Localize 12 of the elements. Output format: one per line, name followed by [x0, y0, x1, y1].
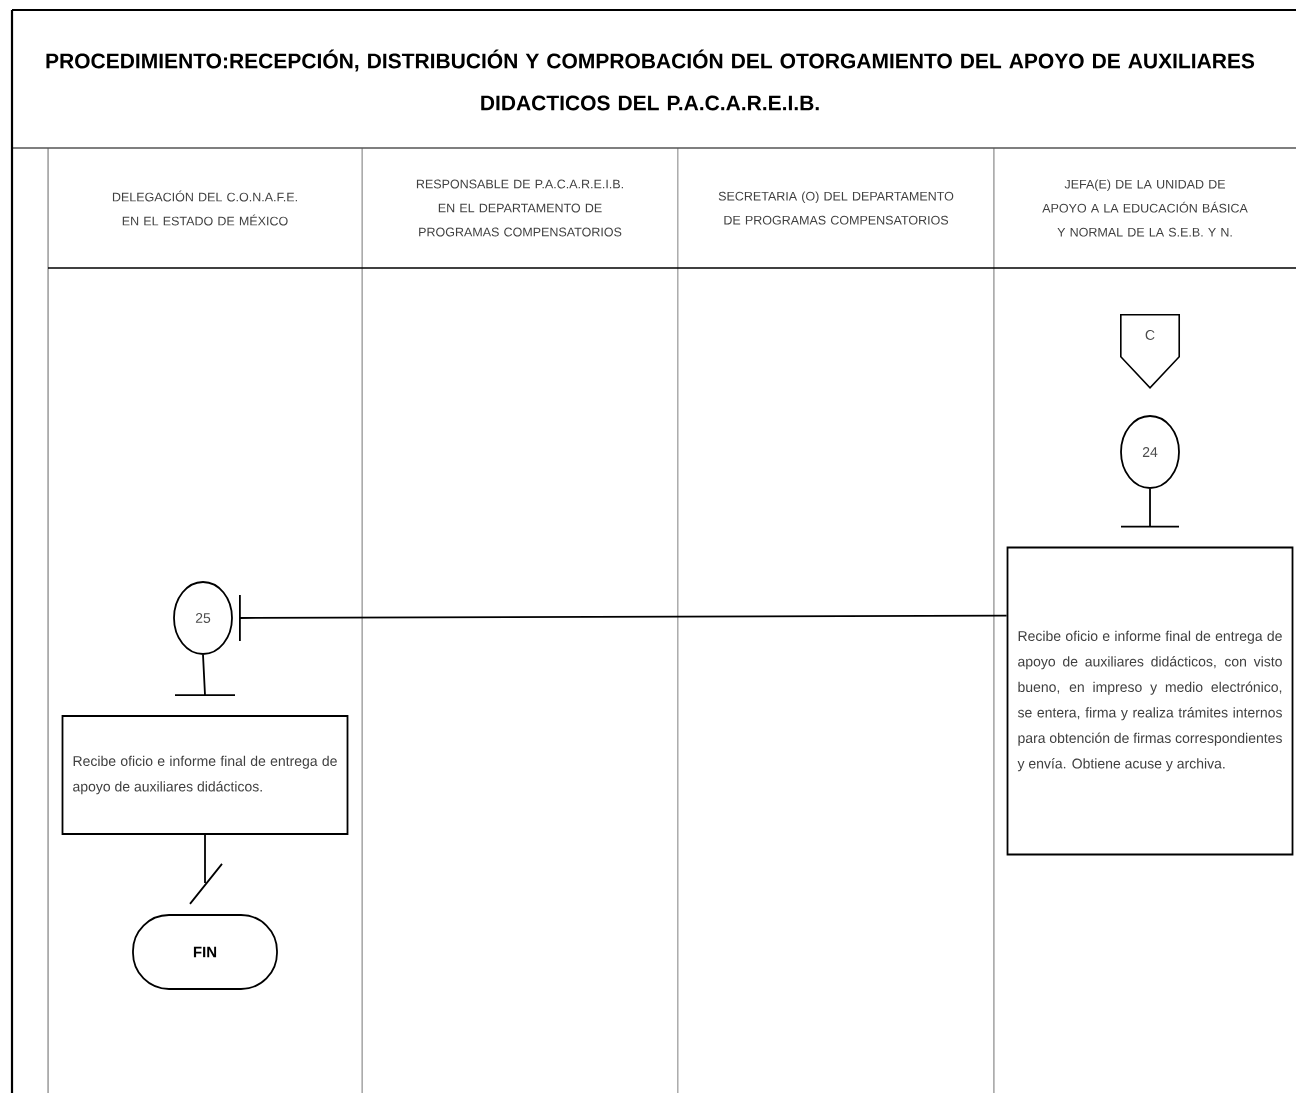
process-box: Recibe oficio e informe final de entrega de apoyo de auxiliares didácticos, con visto bueno, en impreso y medio electrónico, se entera, firma y realiza trámites internos para obtención de firmas correspondientes y envía. Obtiene acuse y archiva.: [1006, 546, 1294, 856]
connector: [189, 834, 223, 905]
connector: [239, 594, 1008, 642]
off-page-connector: C: [1120, 314, 1180, 389]
connector: [1120, 488, 1180, 528]
title: PROCEDIMIENTO:RECEPCIÓN, DISTRIBUCIÓN Y COMPROBACIÓN DEL OTORGAMIENTO DEL APOYO DE AUXILIARES DIDACTICOS DEL P.A.C.A.R.E.I.B.: [46, 49, 1255, 111]
lane-header: SECRETARIA (O) DEL DEPARTAMENTO DE PROGRAMAS COMPENSATORIOS: [718, 191, 954, 225]
lane-header: RESPONSABLE DE P.A.C.A.R.E.I.B. EN EL DEPARTAMENTO DE PROGRAMAS COMPENSATORIOS: [416, 179, 623, 237]
lane-header: JEFA(E) DE LA UNIDAD DE APOYO A LA EDUCACIÓN BÁSICA Y NORMAL DE LA S.E.B. Y N.: [1042, 179, 1248, 237]
connector: [174, 654, 236, 696]
process-box: Recibe oficio e informe final de entrega de apoyo de auxiliares didácticos.: [61, 715, 349, 835]
lane-header: DELEGACIÓN DEL C.O.N.A.F.E. EN EL ESTADO DE MÉXICO: [112, 190, 297, 226]
